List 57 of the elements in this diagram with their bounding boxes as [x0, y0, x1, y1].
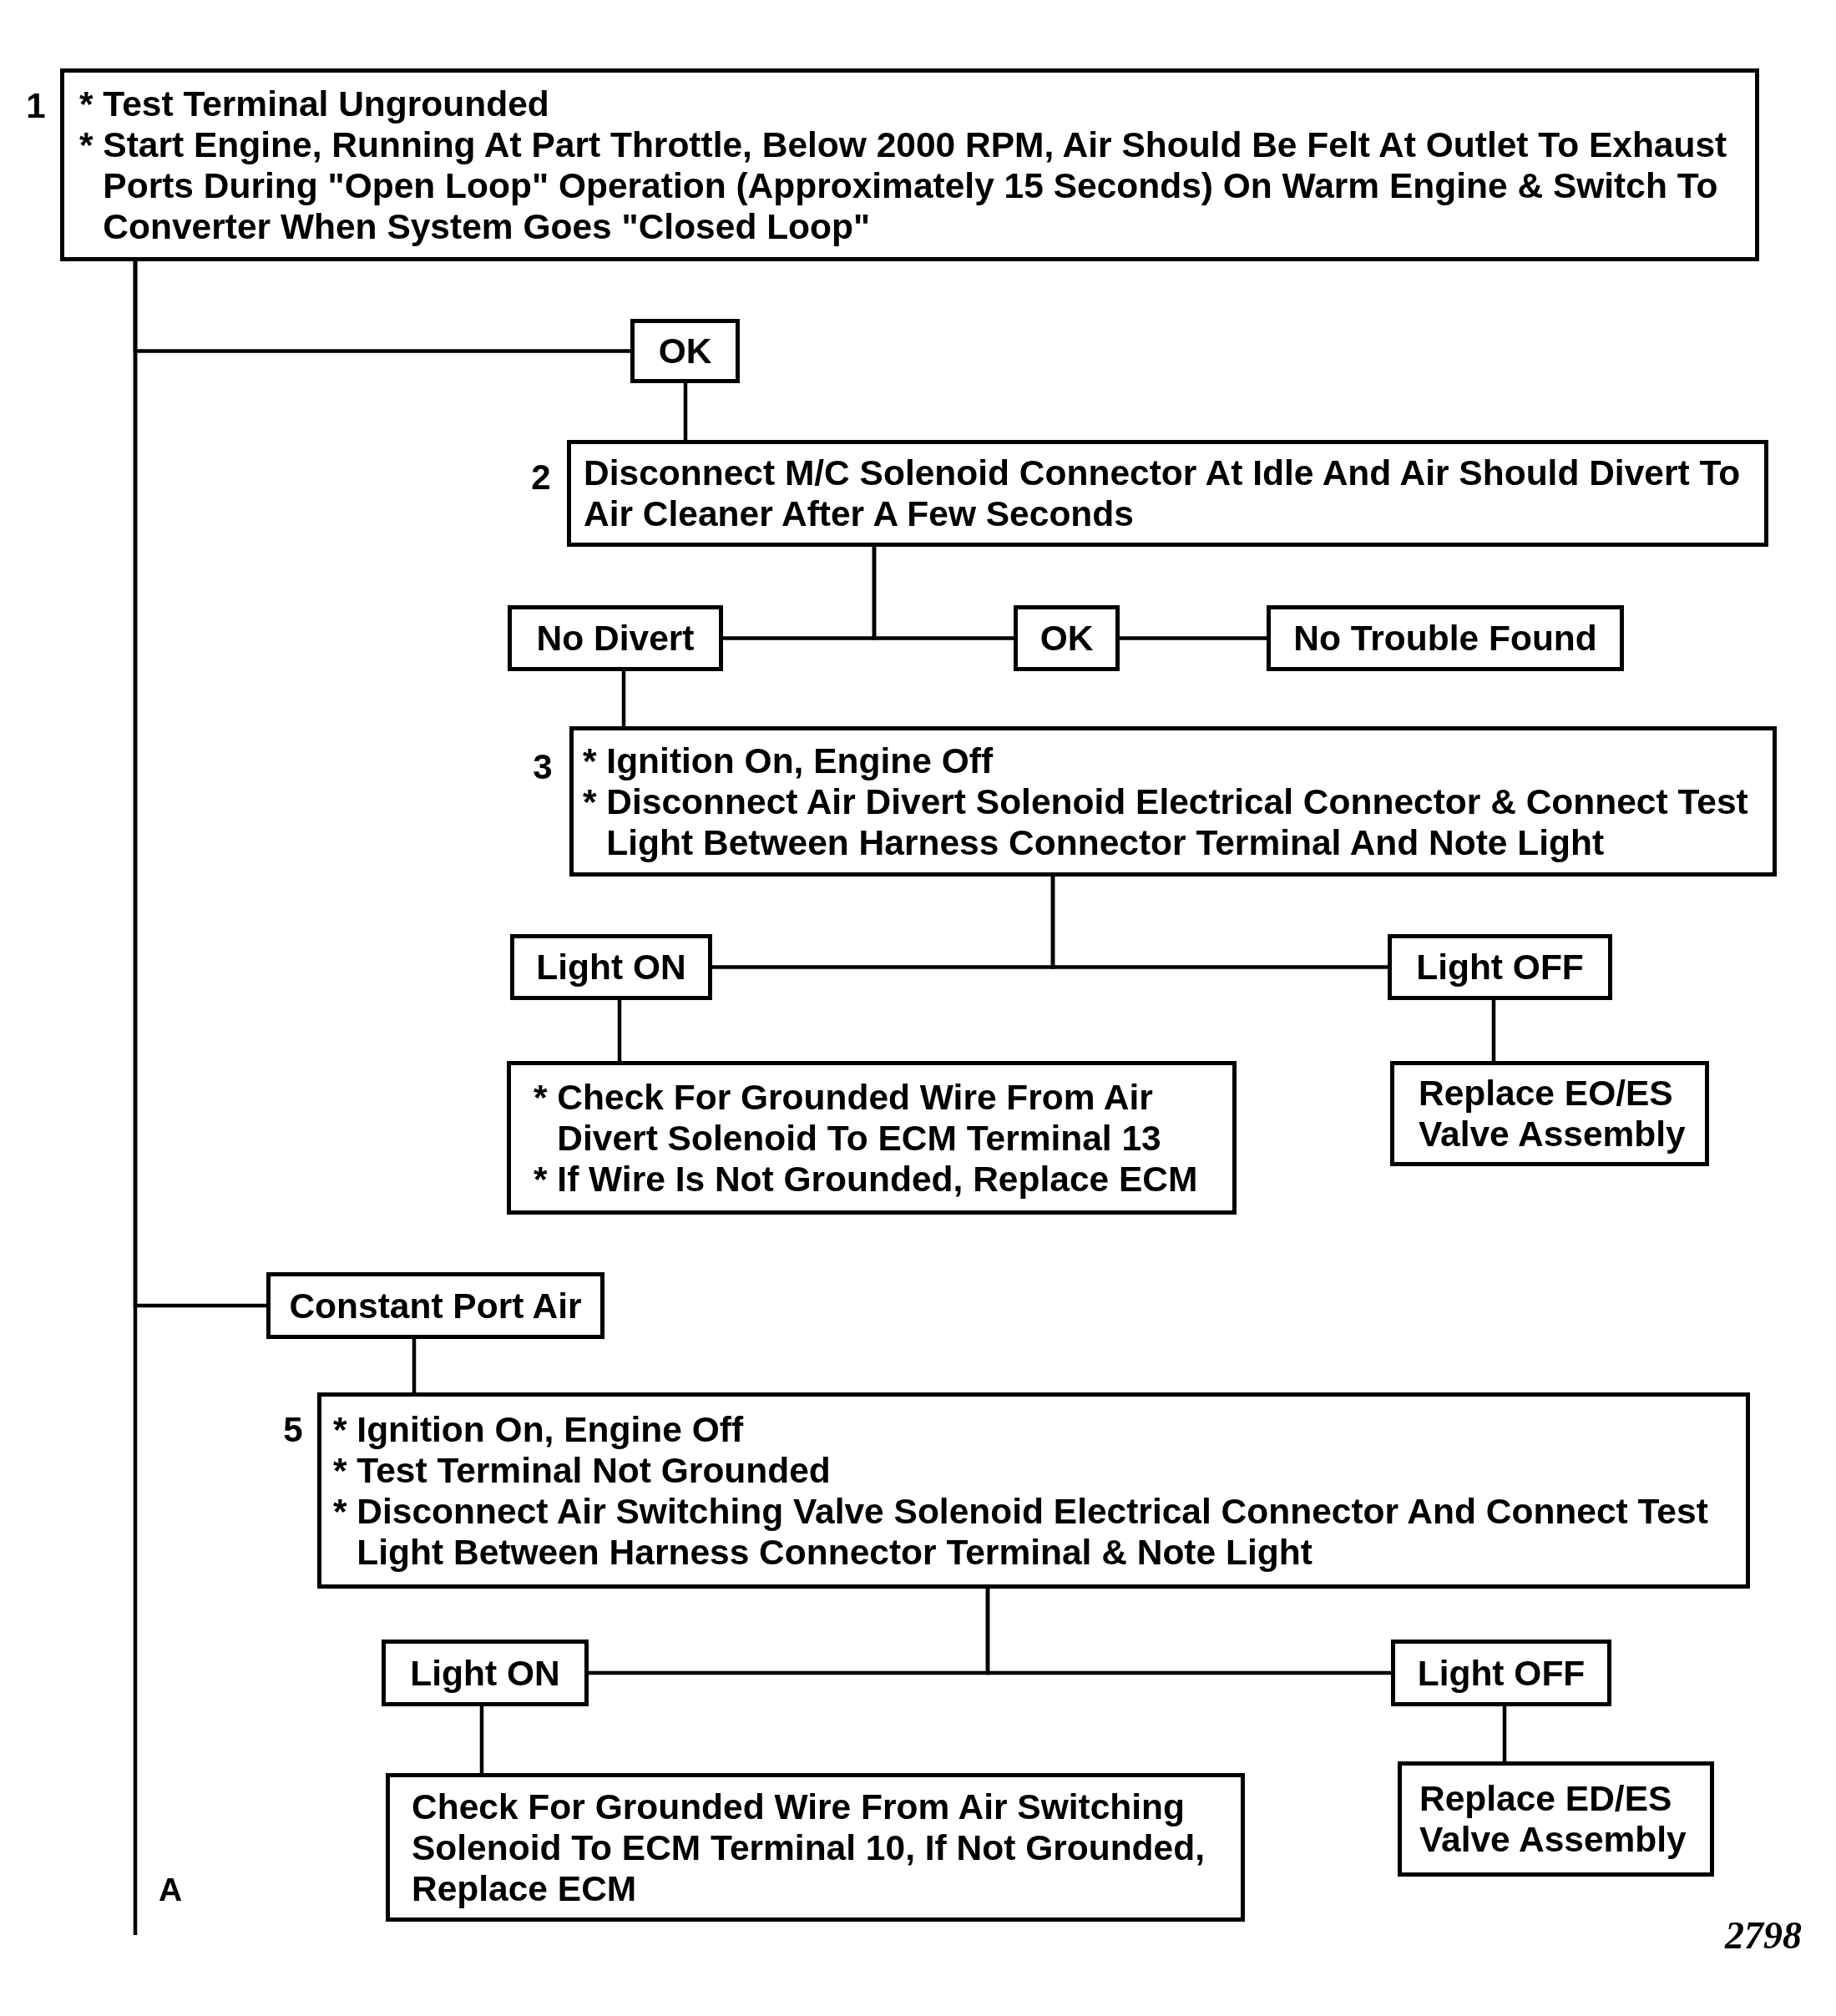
instruction-text: * Disconnect Air Switching Valve Solenoid Electrical Connector And Connect Test Light Between Harness Connector Terminal & Note Light: [333, 1490, 1709, 1573]
step-box: [1390, 1061, 1709, 1166]
connector-line: [617, 1000, 622, 1061]
outcome-box: [382, 1640, 589, 1706]
connector-line: [412, 1339, 417, 1392]
step-box: [60, 68, 1759, 261]
step-number: 2: [531, 456, 551, 498]
connector-line: [872, 547, 1014, 640]
result-label: Light ON: [410, 1652, 560, 1694]
result-label: No Trouble Found: [1293, 618, 1597, 659]
result-label: Light OFF: [1417, 1652, 1586, 1694]
result-label: Constant Port Air: [289, 1285, 582, 1326]
connector-line: [985, 1589, 1391, 1675]
outcome-box: [266, 1272, 604, 1339]
step-box: [1398, 1761, 1714, 1877]
instruction-text: Disconnect M/C Solenoid Connector At Idle And Air Should Divert To Air Cleaner After A Few Seconds: [584, 452, 1742, 534]
outcome-box: [510, 934, 712, 1000]
result-label: Light ON: [536, 947, 686, 988]
instruction-text: Replace ED/ES Valve Assembly: [1419, 1778, 1687, 1860]
instruction-text: * Ignition On, Engine Off: [583, 740, 994, 781]
step-number: 1: [26, 84, 46, 126]
outcome-box: [1267, 605, 1624, 671]
outcome-box: [1391, 1640, 1611, 1706]
step-number: 3: [533, 745, 553, 787]
figure-number: 2798: [1725, 1913, 1802, 1958]
step-box: [386, 1773, 1245, 1922]
instruction-text: * Test Terminal Ungrounded: [79, 83, 550, 124]
instruction-text: Replace EO/ES Valve Assembly: [1419, 1073, 1687, 1155]
connector-line: [1491, 1000, 1496, 1061]
step-box: [507, 1061, 1237, 1215]
connector-line: [1502, 1706, 1507, 1761]
instruction-text: Check For Grounded Wire From Air Switching Solenoid To ECM Terminal 10, If Not Grounded, Replace ECM: [412, 1786, 1206, 1909]
result-label: OK: [1039, 618, 1094, 659]
instruction-text: * Test Terminal Not Grounded: [333, 1449, 832, 1491]
outcome-box: [1388, 934, 1612, 1000]
instruction-text: * Ignition On, Engine Off: [333, 1408, 745, 1450]
step-number: 5: [283, 1408, 303, 1450]
connector-line: [133, 261, 138, 1935]
step-box: [317, 1392, 1750, 1589]
connector-line: [683, 383, 688, 440]
instruction-text: * Check For Grounded Wire From Air Divert Solenoid To ECM Terminal 13: [534, 1076, 1162, 1159]
instruction-text: * If Wire Is Not Grounded, Replace ECM: [534, 1158, 1199, 1200]
connector-line: [621, 671, 626, 726]
connector-line: [1050, 877, 1388, 969]
outcome-box: [508, 605, 723, 671]
connector-line: [1120, 636, 1267, 640]
result-label: No Divert: [536, 618, 695, 659]
result-label: OK: [658, 331, 712, 371]
instruction-text: * Start Engine, Running At Part Throttle, Below 2000 RPM, Air Should Be Felt At Outlet To Exhaust Ports During "Open Loop" Operation (Approximately 15 Seconds) On Warm Engine & Switch To Converter When System Goes "Closed Loop": [79, 124, 1728, 247]
off-page-reference: A: [159, 1872, 183, 1908]
outcome-box: [630, 319, 740, 383]
step-box: [569, 726, 1777, 877]
instruction-text: * Disconnect Air Divert Solenoid Electrical Connector & Connect Test Light Between Harness Connector Terminal And Note Light: [583, 781, 1749, 863]
step-box: [567, 440, 1768, 547]
connector-line: [479, 1706, 484, 1773]
result-label: Light OFF: [1416, 947, 1584, 988]
outcome-box: [1014, 605, 1120, 671]
